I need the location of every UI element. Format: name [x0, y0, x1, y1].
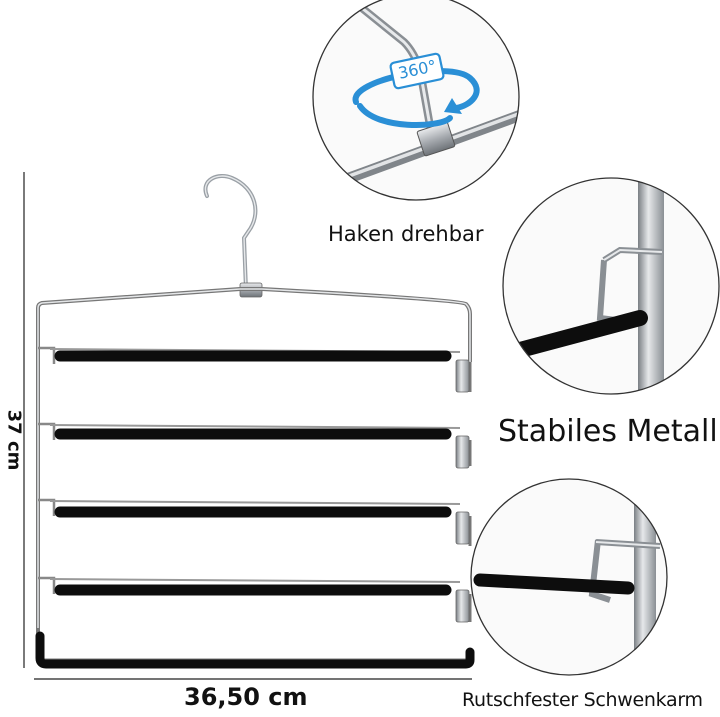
foam-bars: [54, 350, 452, 596]
dimension-height-label: 37 cm: [3, 409, 25, 471]
label-swivel-arm: Rutschfester Schwenkarm: [462, 689, 703, 711]
callout-hook-detail: [312, 0, 520, 201]
callout-metal-detail: [502, 177, 720, 395]
label-rotating-hook: Haken drehbar: [328, 222, 484, 246]
hanger: [35, 174, 475, 669]
callout-swivel-detail: [470, 478, 668, 676]
label-stable-metal: Stabiles Metall: [498, 414, 718, 449]
dimension-width-label: 36,50 cm: [184, 683, 308, 711]
